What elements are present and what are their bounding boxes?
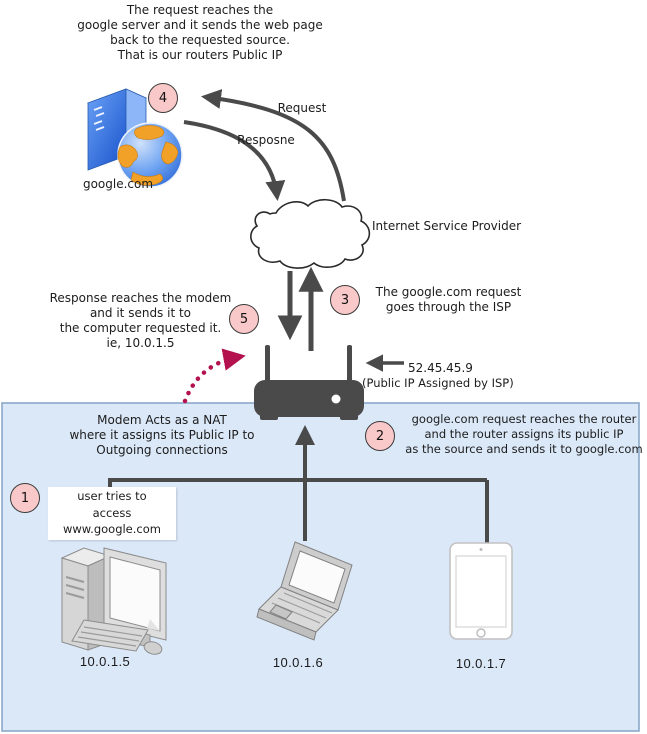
step-badge-2: 2 [365,421,395,451]
step-badge-1: 1 [10,483,40,513]
router-antenna-right [347,345,352,383]
public-ip-caption: (Public IP Assigned by ISP) [362,376,514,390]
laptop-ip-label: 10.0.1.6 [272,655,324,670]
tablet-ip-label: 10.0.1.7 [455,656,507,671]
response-arrow-label: Resposne [237,133,295,147]
step-badge-4: 4 [148,83,178,113]
step-badge-5: 5 [229,304,259,334]
nat-dotted-arrow [182,348,246,404]
desktop-computer-icon [60,547,167,655]
step3-label: The google.com request goes through the … [375,285,522,314]
router-antenna-left [265,345,270,383]
google-server-icon [86,88,183,188]
server-vents [93,106,105,131]
router-led [331,394,341,404]
router-icon [254,345,364,420]
request-arrow [201,89,346,202]
response-note: Response reaches the modem and it sends … [49,291,232,350]
isp-cloud-shape [250,198,371,269]
request-arrow-label: Request [277,101,327,115]
desktop-ip-label: 10.0.1.5 [79,654,131,669]
google-server-label: google.com [82,177,154,191]
tablet-home-button [476,628,486,638]
response-arrow [183,120,286,201]
user-access-label-box: user tries to access www.google.com [48,487,176,540]
public-ip-label: 52.45.45.9 [408,361,473,375]
nat-note: Modem Acts as a NAT where it assigns its… [69,413,255,457]
step-badge-3: 3 [330,285,360,315]
top-note: The request reaches the google server an… [77,3,323,62]
isp-label: Internet Service Provider [372,219,522,233]
laptop-icon [256,541,353,641]
tablet-icon [449,542,513,640]
step2-label: google.com request reaches the router an… [405,412,643,456]
lan-connector-line [110,478,489,544]
tablet-camera-dot [479,548,483,551]
globe-icon [117,122,183,188]
